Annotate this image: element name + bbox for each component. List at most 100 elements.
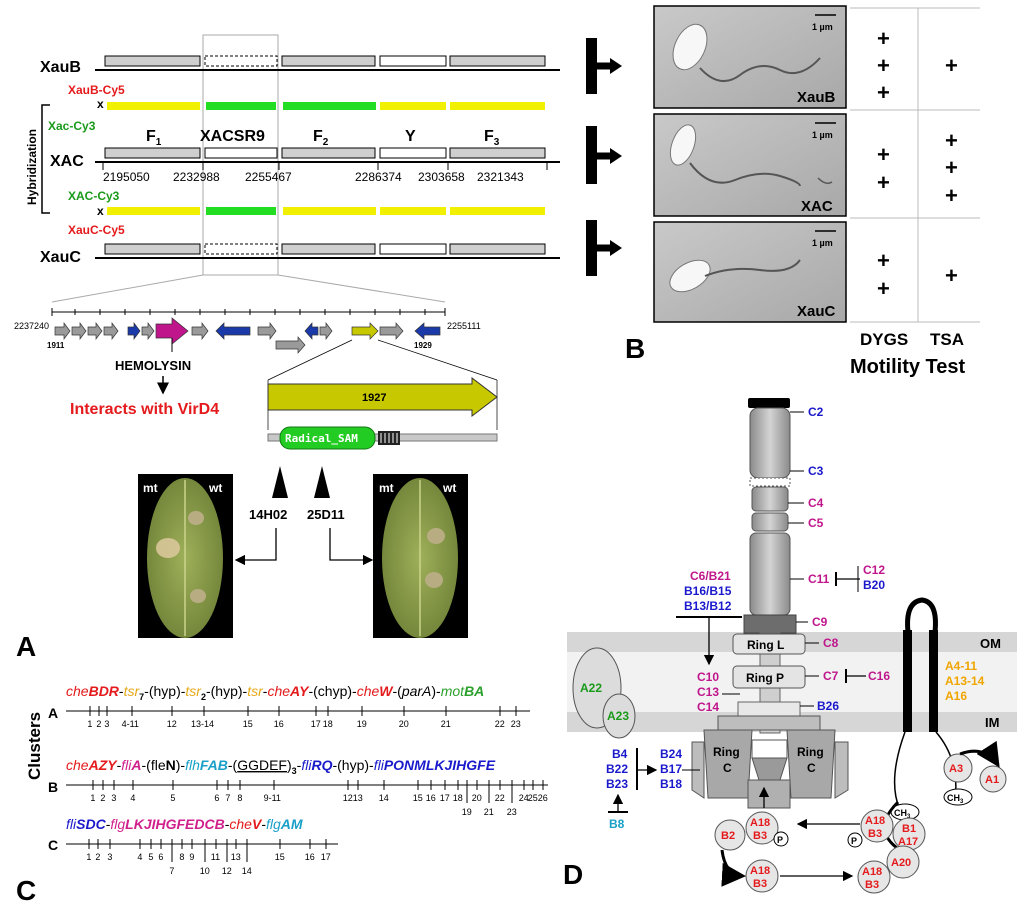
region-f1: F1 — [146, 128, 162, 148]
leaf1-mt: mt — [143, 481, 158, 495]
gene-part: PONMLKJIHGFE — [384, 757, 496, 773]
motility-title: Motility Test — [850, 356, 966, 378]
om-label: OM — [980, 636, 1001, 651]
region-f2: F2 — [313, 128, 329, 148]
filament-segment-2 — [751, 486, 789, 512]
cluster-b-genes: cheAZY-fliA-(fleN)-flhFAB-(GGDEF)3-fliRQ… — [66, 757, 496, 776]
ruler-tick-label: 2 — [96, 719, 101, 729]
cluster-c-label: C — [48, 837, 58, 853]
label-a18-4: A18 — [750, 865, 770, 877]
hemolysin-gene — [155, 317, 189, 345]
coord-0: 2195050 — [103, 170, 150, 184]
gene-part: AM — [280, 816, 303, 832]
label-a20: A20 — [891, 857, 911, 869]
ruler-tick-label: 6 — [214, 793, 219, 803]
ruler-tick-label: 9 — [189, 852, 194, 862]
panel-label-b: B — [625, 333, 645, 364]
hyb-row-2 — [107, 207, 545, 215]
ruler-tick-label: 15 — [275, 852, 285, 862]
locus-start: 2237240 — [14, 321, 49, 331]
ruler-tick-label: 14 — [242, 866, 252, 876]
ruler-tick-label: 13-14 — [191, 719, 214, 729]
filament-segment-1 — [749, 407, 791, 479]
label-c12: C12 — [863, 563, 885, 577]
locus-ruler — [51, 308, 446, 316]
leaf2-wt: wt — [442, 481, 456, 495]
panel-a: XauB XauB-Cy5 x Xac-Cy3 Hybridization F1… — [14, 34, 560, 662]
label-a18-2: A18 — [862, 866, 882, 878]
label-b17: B17 — [660, 762, 682, 776]
tsa-plus-4: + — [945, 263, 958, 288]
leaf2-mt: mt — [379, 481, 394, 495]
gene-part: che — [229, 816, 252, 832]
panel-b: 1 µm 1 µm 1 µm XauB XAC XauC + + + + + +… — [586, 5, 980, 378]
ruler-tick-label: 24 — [519, 793, 529, 803]
ruler-tick-label: 14 — [379, 793, 389, 803]
gene-part: -(chyp)- — [308, 683, 357, 699]
gene-part: LKJIHGFEDCB — [125, 816, 225, 832]
gene-part: -(fle — [142, 757, 166, 773]
label-b23: B23 — [606, 777, 628, 791]
label-p-2: P — [777, 835, 783, 845]
mutant-25d11: 25D11 — [307, 507, 345, 522]
chemotaxis-proteins: A3 A1 CH3 CH3 A18 B3 B1 A17 A20 P A18 B3… — [714, 740, 1007, 894]
ruler-tick-label: 12 — [167, 719, 177, 729]
em-label-xac: XAC — [801, 198, 833, 215]
leaf-photo-1 — [138, 474, 233, 638]
tsa-plus-3: + — [945, 183, 958, 208]
label-a4-11: A4-11 — [945, 659, 977, 673]
ruler-tick-label: 3 — [111, 793, 116, 803]
label-c14: C14 — [697, 700, 719, 714]
protein-b2 — [714, 819, 746, 851]
dygs-plus-3: + — [877, 142, 890, 167]
label-a1: A1 — [985, 774, 999, 786]
label-c10: C10 — [697, 670, 719, 684]
gene-part: che — [66, 683, 89, 699]
ruler-tick-label: 18 — [323, 719, 333, 729]
label-a3: A3 — [949, 763, 963, 775]
gene-part: che — [357, 683, 380, 699]
col-dygs: DYGS — [860, 330, 908, 349]
label-b22: B22 — [606, 762, 628, 776]
label-a18-1: A18 — [865, 815, 885, 827]
hook — [749, 532, 791, 616]
label-b24: B24 — [660, 747, 682, 761]
coord-ticks — [102, 162, 548, 170]
panel-label-a: A — [16, 631, 36, 662]
gene-part: A — [130, 757, 141, 773]
scale-1: 1 µm — [812, 22, 833, 32]
ruler-tick-label: 22 — [495, 719, 505, 729]
ruler-tick-label: 1 — [87, 719, 92, 729]
gene-part: flh — [185, 757, 200, 773]
gene-part: BDR — [89, 683, 120, 699]
gene-part: -(hyp)- — [206, 683, 248, 699]
gene-part: tsr — [185, 683, 202, 699]
gene-part: 7 — [139, 692, 144, 702]
gene-first: 1911 — [47, 341, 65, 350]
filament-segment-3 — [751, 512, 789, 532]
hyb-row-1 — [107, 102, 545, 110]
gene-part: - — [106, 816, 111, 832]
tsa-plus-2: + — [945, 155, 958, 180]
filament-cap — [748, 398, 790, 408]
phosphate-1 — [847, 832, 863, 848]
ruler-tick-label: 22 — [495, 793, 505, 803]
gene-part: tsr — [124, 683, 141, 699]
ruler-tick-label: 17 — [440, 793, 450, 803]
probe-x2: x — [97, 204, 104, 218]
protein-a23 — [602, 693, 636, 739]
scale-3: 1 µm — [812, 238, 833, 248]
ruler-tick-label: 7 — [225, 793, 230, 803]
hook-junction — [743, 614, 797, 634]
em-image-xac — [653, 113, 847, 217]
ruler-tick-label: 21 — [484, 807, 494, 817]
region-xacsr9: XACSR9 — [200, 128, 265, 145]
xac-segments — [104, 147, 546, 159]
ruler-tick-label: 21 — [441, 719, 451, 729]
mutant-14h02: 14H02 — [249, 507, 287, 522]
col-tsa: TSA — [930, 330, 964, 349]
label-c13: C13 — [697, 685, 719, 699]
